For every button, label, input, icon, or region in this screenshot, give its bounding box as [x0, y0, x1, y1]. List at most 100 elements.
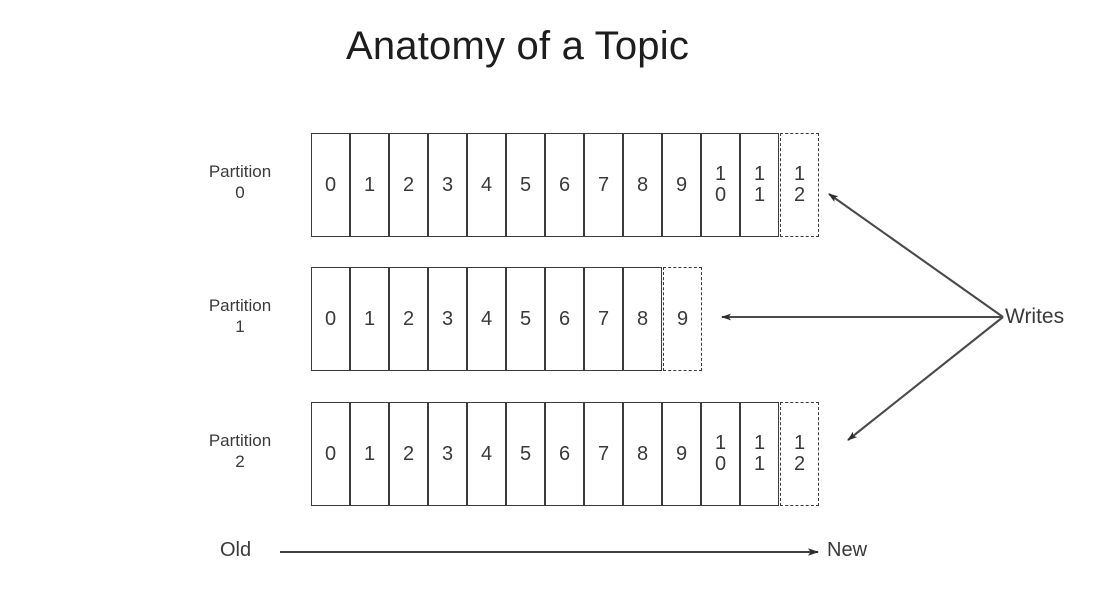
message-offset: 2	[402, 173, 415, 196]
message-cell: 2	[389, 402, 428, 506]
message-offset: 4	[480, 442, 493, 465]
message-offset: 4	[480, 307, 493, 330]
message-cell: 6	[545, 402, 584, 506]
message-cell: 7	[584, 267, 623, 371]
partition-label-name: Partition	[208, 431, 272, 450]
message-offset: 0	[324, 442, 337, 465]
partition-label-index: 0	[235, 183, 245, 203]
message-offset: 2	[402, 307, 415, 330]
message-offset: 3	[441, 173, 454, 196]
offset-digit: 1	[753, 432, 766, 454]
message-cell: 6	[545, 133, 584, 237]
pending-message-cell: 9	[663, 267, 702, 371]
message-offset: 1	[363, 173, 376, 196]
message-cell: 0	[311, 133, 350, 237]
message-offset: 9	[675, 173, 688, 196]
message-offset: 8	[636, 442, 649, 465]
message-offset: 5	[519, 173, 532, 196]
message-cell: 7	[584, 402, 623, 506]
message-offset: 0	[324, 173, 337, 196]
message-cell: 1	[350, 133, 389, 237]
message-cell: 5	[506, 267, 545, 371]
message-offset: 9	[675, 442, 688, 465]
message-offset: 6	[558, 307, 571, 330]
message-cell: 9	[662, 133, 701, 237]
message-offset: 7	[597, 307, 610, 330]
message-offset: 5	[519, 307, 532, 330]
offset-digit: 2	[793, 184, 806, 206]
partition-label-index: 2	[235, 452, 245, 472]
offset-digit: 1	[753, 163, 766, 185]
message-cell: 4	[467, 267, 506, 371]
partition-label: Partition 0	[170, 161, 310, 204]
message-offset: 6	[558, 442, 571, 465]
writes-label: Writes	[1005, 305, 1065, 328]
offset-digit: 1	[753, 184, 766, 206]
message-offset: 5	[519, 442, 532, 465]
message-offset: 1	[363, 442, 376, 465]
offset-digit: 1	[714, 163, 727, 185]
partition-label-name: Partition	[208, 296, 272, 315]
message-cell: 6	[545, 267, 584, 371]
message-cell: 2	[389, 267, 428, 371]
message-cell: 4	[467, 402, 506, 506]
message-cell: 5	[506, 133, 545, 237]
message-cell: 8	[623, 133, 662, 237]
message-offset: 0	[324, 307, 337, 330]
message-offset: 4	[480, 173, 493, 196]
message-offset: 1	[363, 307, 376, 330]
message-cell: 1	[350, 267, 389, 371]
message-offset: 8	[636, 307, 649, 330]
message-offset: 6	[558, 173, 571, 196]
message-cell: 8	[623, 267, 662, 371]
offset-digit: 1	[793, 432, 806, 454]
offset-digit: 0	[714, 453, 727, 475]
message-cell: 7	[584, 133, 623, 237]
message-cell: 1	[350, 402, 389, 506]
offset-digit: 1	[753, 453, 766, 475]
message-offset: 3	[441, 307, 454, 330]
message-cell: 3	[428, 402, 467, 506]
offset-digit: 2	[793, 453, 806, 475]
offset-digit: 1	[714, 432, 727, 454]
message-cell: 3	[428, 267, 467, 371]
page-title: Anatomy of a Topic	[345, 24, 690, 68]
message-cell: 0	[311, 267, 350, 371]
partition-label: Partition 1	[170, 295, 310, 338]
message-offset: 7	[597, 442, 610, 465]
partition-label-index: 1	[235, 317, 245, 337]
message-offset: 3	[441, 442, 454, 465]
time-axis-start-label: Old	[220, 539, 252, 561]
message-cell: 9	[662, 402, 701, 506]
partition-label: Partition 2	[170, 430, 310, 473]
message-offset: 2	[402, 442, 415, 465]
message-cell: 5	[506, 402, 545, 506]
offset-digit: 0	[714, 184, 727, 206]
partition-label-name: Partition	[208, 162, 272, 181]
offset-digit: 1	[793, 163, 806, 185]
message-cell: 3	[428, 133, 467, 237]
message-offset: 7	[597, 173, 610, 196]
time-axis-end-label: New	[827, 539, 868, 561]
message-offset: 8	[636, 173, 649, 196]
message-cell: 2	[389, 133, 428, 237]
message-cell: 4	[467, 133, 506, 237]
